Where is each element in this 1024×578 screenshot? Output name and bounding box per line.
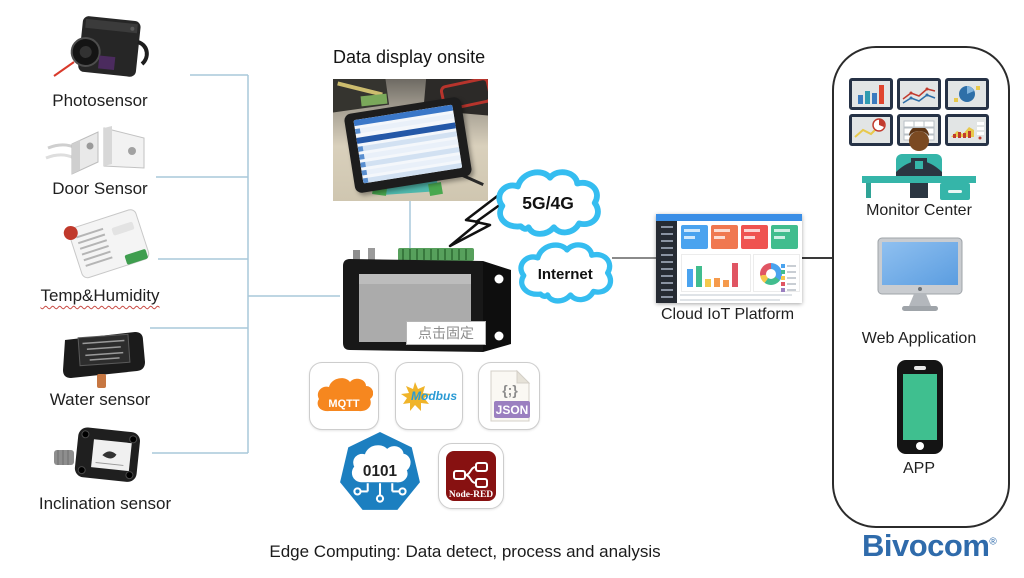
monitor-wall [849, 78, 989, 146]
temp-humidity-image [63, 209, 150, 279]
display-onsite-photo [333, 79, 488, 201]
web-application-label: Web Application [861, 330, 977, 347]
mqtt-icon: MQTT [317, 378, 373, 412]
nodered-icon: Node-RED [446, 451, 496, 501]
display-onsite-title: Data display onsite [333, 47, 486, 67]
inclination-sensor-image [54, 427, 140, 482]
app-phone-image [897, 360, 943, 454]
brand-logo: Bivocom® [862, 528, 997, 564]
sensor-label-temp-humidity: Temp&Humidity [40, 286, 160, 305]
json-label: JSON [496, 403, 529, 417]
brand-registered-mark: ® [989, 536, 997, 548]
web-application-image [877, 237, 963, 311]
dashboard-card-blue [681, 225, 708, 249]
modbus-chip: Modbus [395, 362, 463, 430]
binary-cloud-icon: 0101 [340, 432, 420, 510]
sensor-label-water: Water sensor [49, 390, 151, 409]
cellular-cloud-label: 5G/4G [522, 193, 574, 213]
internet-cloud: Internet [518, 242, 614, 304]
dashboard-bar-panel [681, 254, 751, 292]
platform-label: Cloud IoT Platform [660, 306, 795, 323]
monitor-screen-pie-chart [945, 78, 989, 110]
mqtt-chip: MQTT [309, 362, 379, 430]
binary-label: 0101 [363, 463, 398, 480]
photo-tablet [343, 96, 473, 194]
nodered-label: Node-RED [449, 490, 493, 500]
dashboard-donut-chart [760, 263, 782, 285]
phone-screen [903, 374, 937, 440]
dashboard-donut-panel [753, 254, 800, 292]
cloud-iot-dashboard [656, 214, 802, 303]
water-sensor-image [63, 332, 145, 388]
monitor-screen-area-chart [945, 114, 989, 146]
photosensor-image [53, 16, 149, 77]
dashboard-sidebar [656, 221, 677, 303]
sensor-label-photosensor: Photosensor [52, 91, 148, 110]
door-sensor-image [45, 126, 145, 175]
monitor-center-label: Monitor Center [866, 202, 972, 219]
sensor-label-inclination: Inclination sensor [38, 494, 172, 513]
monitor-screen-line-chart [897, 78, 941, 110]
json-chip: {;} JSON [478, 362, 540, 430]
json-braces-glyph: {;} [502, 382, 518, 398]
phone-speaker [914, 366, 926, 370]
nodered-chip: Node-RED [438, 443, 504, 509]
dashboard-footer-line [680, 294, 792, 296]
dashboard-card-red [741, 225, 768, 249]
json-file-icon: {;} JSON [490, 369, 531, 422]
operator-at-desk-image [862, 128, 976, 200]
sensor-label-door: Door Sensor [52, 179, 148, 198]
cellular-cloud: 5G/4G [496, 169, 601, 237]
phone-home-button [916, 442, 924, 450]
brand-name: Bivocom [862, 528, 990, 563]
cloud-services-panel [832, 46, 1010, 528]
modbus-label: Modbus [411, 389, 457, 403]
internet-cloud-label: Internet [538, 266, 593, 283]
dashboard-legend [781, 262, 796, 292]
diagram-caption: Edge Computing: Data detect, process and… [269, 542, 661, 561]
mqtt-label: MQTT [328, 398, 359, 410]
monitor-screen-bar-chart [849, 78, 893, 110]
pin-overlay-button[interactable]: 点击固定 [406, 321, 486, 345]
modbus-icon: Modbus [401, 382, 457, 411]
app-label: APP [902, 460, 935, 477]
dashboard-footer-line-2 [680, 299, 780, 301]
dashboard-card-green [771, 225, 798, 249]
dashboard-topbar [656, 214, 802, 221]
dashboard-card-orange [711, 225, 738, 249]
monitor-screen-trend-pie [849, 114, 893, 146]
photo-green-connector-2 [428, 181, 443, 197]
